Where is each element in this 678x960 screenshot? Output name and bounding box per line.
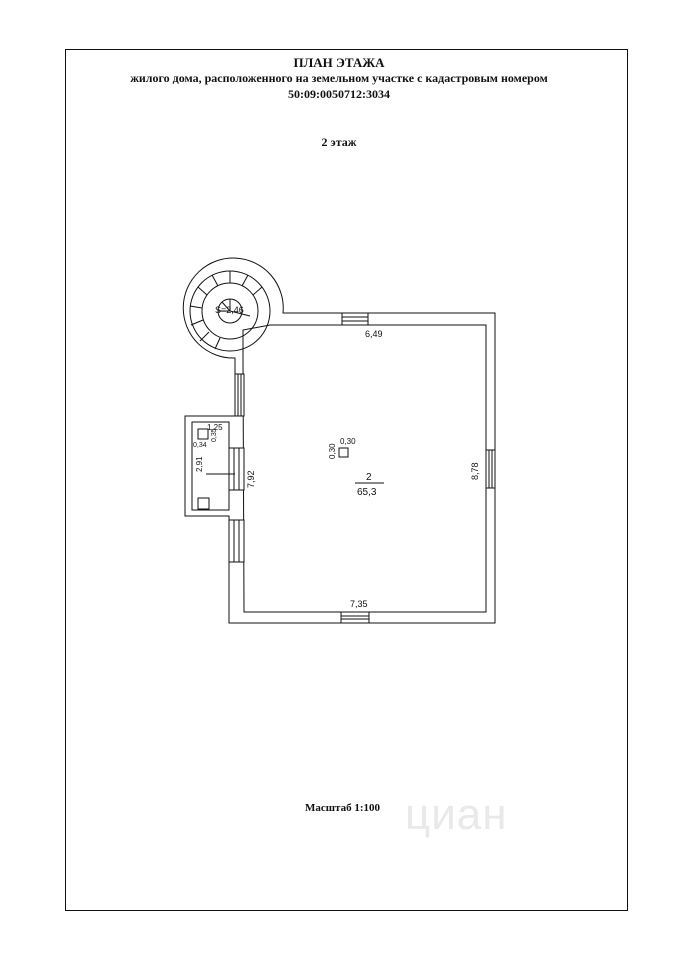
window-right <box>485 449 496 489</box>
dim-bottom: 7,35 <box>350 599 368 609</box>
annex-box <box>191 421 230 511</box>
scale-label: Масштаб 1:100 <box>305 802 381 814</box>
annex-width: 1,25 <box>207 423 223 432</box>
annex-square-top <box>197 428 209 440</box>
watermark: циан <box>405 790 508 839</box>
column-width: 0,30 <box>340 437 356 446</box>
window-left-upper <box>234 373 245 417</box>
floor-label: 2 этаж <box>321 135 357 149</box>
column-square <box>338 447 349 458</box>
stair-area-label: S=2,46 <box>215 305 244 315</box>
cadastral-number: 50:09:0050712:3034 <box>288 87 390 101</box>
annex-square-bottom <box>197 497 210 510</box>
window-top <box>341 312 369 326</box>
window-left-lower <box>228 519 245 563</box>
annex-height: 2,91 <box>195 456 204 472</box>
dim-right: 8,78 <box>470 462 480 480</box>
dim-left: 7,92 <box>246 470 256 488</box>
window-left-middle <box>228 447 245 491</box>
drawing-frame <box>65 49 628 911</box>
room-number: 2 <box>366 472 372 483</box>
window-bottom <box>340 611 370 624</box>
column-height: 0,30 <box>328 443 337 459</box>
outer-wall <box>182 257 496 624</box>
plan-subtitle: жилого дома, расположенного на земельном… <box>130 71 548 85</box>
inner-wall <box>242 324 487 613</box>
spiral-stair <box>189 270 271 352</box>
annex-box-height: 0,35 <box>211 428 218 442</box>
dim-top: 6,49 <box>365 329 383 339</box>
annex-box-width: 0,34 <box>193 442 207 449</box>
room-area: 65,3 <box>357 487 377 498</box>
plan-title: ПЛАН ЭТАЖА <box>293 55 385 70</box>
